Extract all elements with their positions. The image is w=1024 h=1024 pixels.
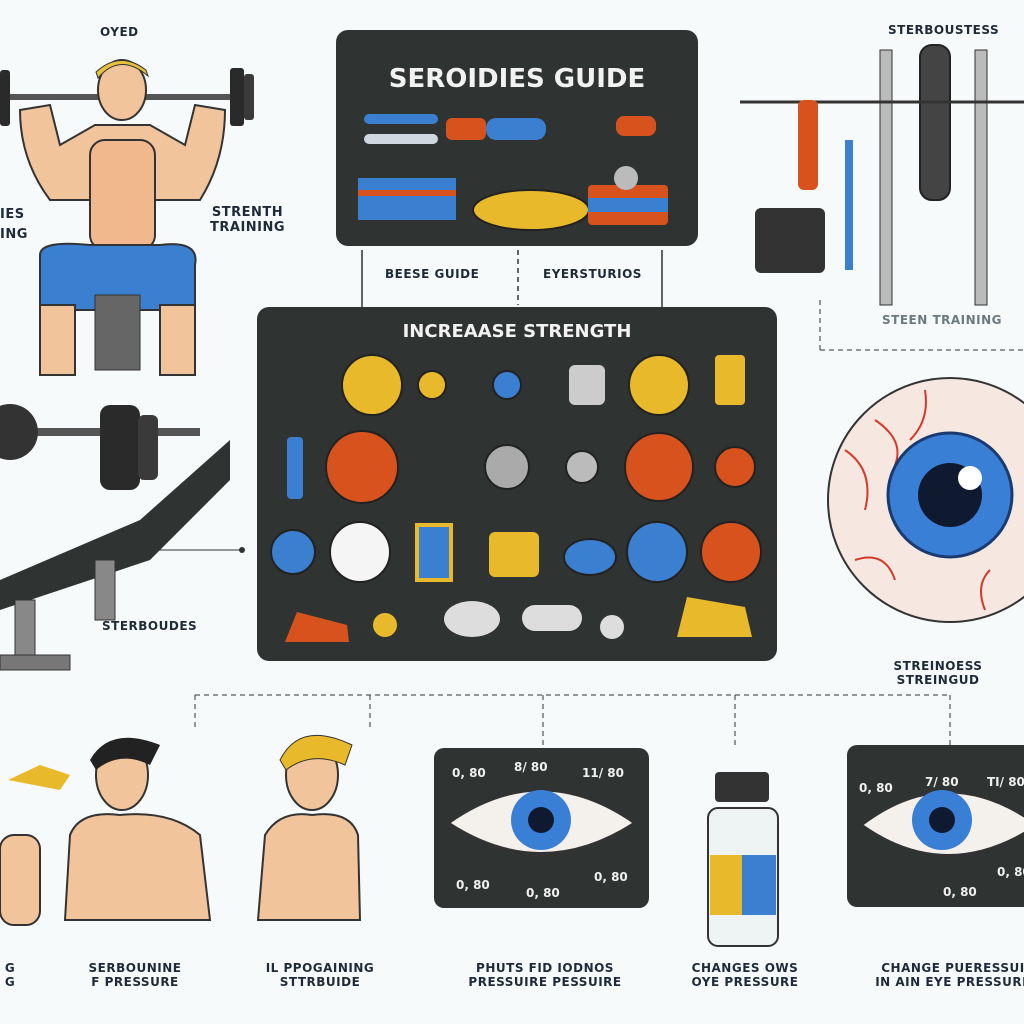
eye-reading: 0, 80: [594, 870, 628, 884]
bottom-caption-line2: IN AIN EYE PRESSURE: [875, 974, 1024, 989]
guide-panel-title: SEROIDIES GUIDE: [388, 64, 646, 94]
label-strength-training-line2: TRAINING: [210, 219, 286, 235]
eye-pressure-drawing-2: [860, 790, 1024, 856]
eye-reading: 8/ 80: [514, 760, 548, 774]
bottom-caption: CHANGES OWS OYE PRESSURE: [680, 961, 810, 990]
bottom-caption-line1: G: [4, 961, 16, 975]
bottom-caption-line2: PRESSUIRE PESSUIRE: [468, 974, 622, 989]
bottom-caption-line2: OYE PRESSURE: [691, 974, 799, 989]
weightlifter-illustration: [0, 50, 260, 380]
men-illustrations: [0, 734, 362, 926]
label-left-fragment-1: IES: [0, 207, 25, 222]
guide-panel: SEROIDIES GUIDE: [336, 30, 698, 246]
bottom-caption-line1: CHANGE PUERESSUI: [881, 961, 1024, 975]
eye-reading: 0, 80: [456, 878, 490, 892]
bottom-caption: G G: [0, 961, 20, 990]
eye-reading: 11/ 80: [582, 766, 624, 780]
eye-reading: 0, 80: [859, 781, 893, 795]
eye-pressure-panel-2: 0, 80 7/ 80 TI/ 80 0, 80 0, 80: [847, 745, 1024, 907]
bottom-caption-line2: G: [4, 974, 16, 989]
label-eye-caption: STREINOESS STREINGUD: [893, 659, 983, 687]
bottom-caption-line1: PHUTS FID IODNOS: [476, 961, 614, 975]
bottom-caption-line1: IL PPOGAINING: [265, 961, 375, 975]
medicine-bottle-illustration: [707, 772, 779, 947]
label-steen-training: STEEN TRAINING: [882, 313, 1003, 327]
weightlifter-drawing: [0, 59, 254, 376]
bottom-caption: CHANGE PUERESSUI IN AIN EYE PRESSURE: [868, 961, 1024, 990]
label-oyed: OYED: [100, 25, 139, 39]
label-strength-training: STRENTH TRAINING: [210, 205, 286, 236]
power-rack-illustration: [740, 44, 1024, 306]
bottom-caption: SERBOUNINE F PRESSURE: [70, 961, 200, 990]
eye-pressure-drawing-1: [447, 789, 636, 854]
eye-reading: 7/ 80: [925, 775, 959, 789]
bottom-caption-line1: SERBOUNINE: [88, 961, 182, 975]
bottom-caption-line2: F PRESSURE: [91, 974, 179, 989]
eye-reading: 0, 80: [526, 886, 560, 900]
eye-reading: 0, 80: [943, 885, 977, 899]
bottom-caption: PHUTS FID IODNOS PRESSUIRE PESSUIRE: [460, 961, 630, 990]
bloodshot-eye-illustration: [827, 377, 1024, 623]
bottom-caption-line1: CHANGES OWS: [691, 961, 799, 975]
strength-panel-title: INCREAASE STRENGTH: [402, 321, 632, 342]
label-sterboudes: STERBOUDES: [102, 619, 198, 633]
eye-pressure-panel-1: 0, 80 8/ 80 11/ 80 0, 80 0, 80 0, 80: [434, 748, 649, 908]
bench-illustration: [0, 404, 230, 671]
label-top-right: STERBOUSTESS: [888, 23, 1000, 37]
bottom-caption: IL PPOGAINING STTRBUIDE: [255, 961, 385, 990]
label-strength-training-line1: STRENTH: [211, 205, 284, 220]
eye-reading: 0, 80: [452, 766, 486, 780]
label-eyersturios: EYERSTURIOS: [543, 267, 642, 281]
label-beese-guide: BEESE GUIDE: [385, 267, 480, 281]
eye-reading: 0, 80: [997, 865, 1024, 879]
strength-flow-icons: [270, 354, 762, 642]
strength-panel: INCREAASE STRENGTH: [257, 307, 777, 661]
bottom-caption-line2: STTRBUIDE: [279, 974, 361, 989]
label-left-fragment-2: ING: [0, 227, 28, 242]
supplement-icons: [358, 114, 668, 231]
eye-reading: TI/ 80: [987, 775, 1024, 789]
